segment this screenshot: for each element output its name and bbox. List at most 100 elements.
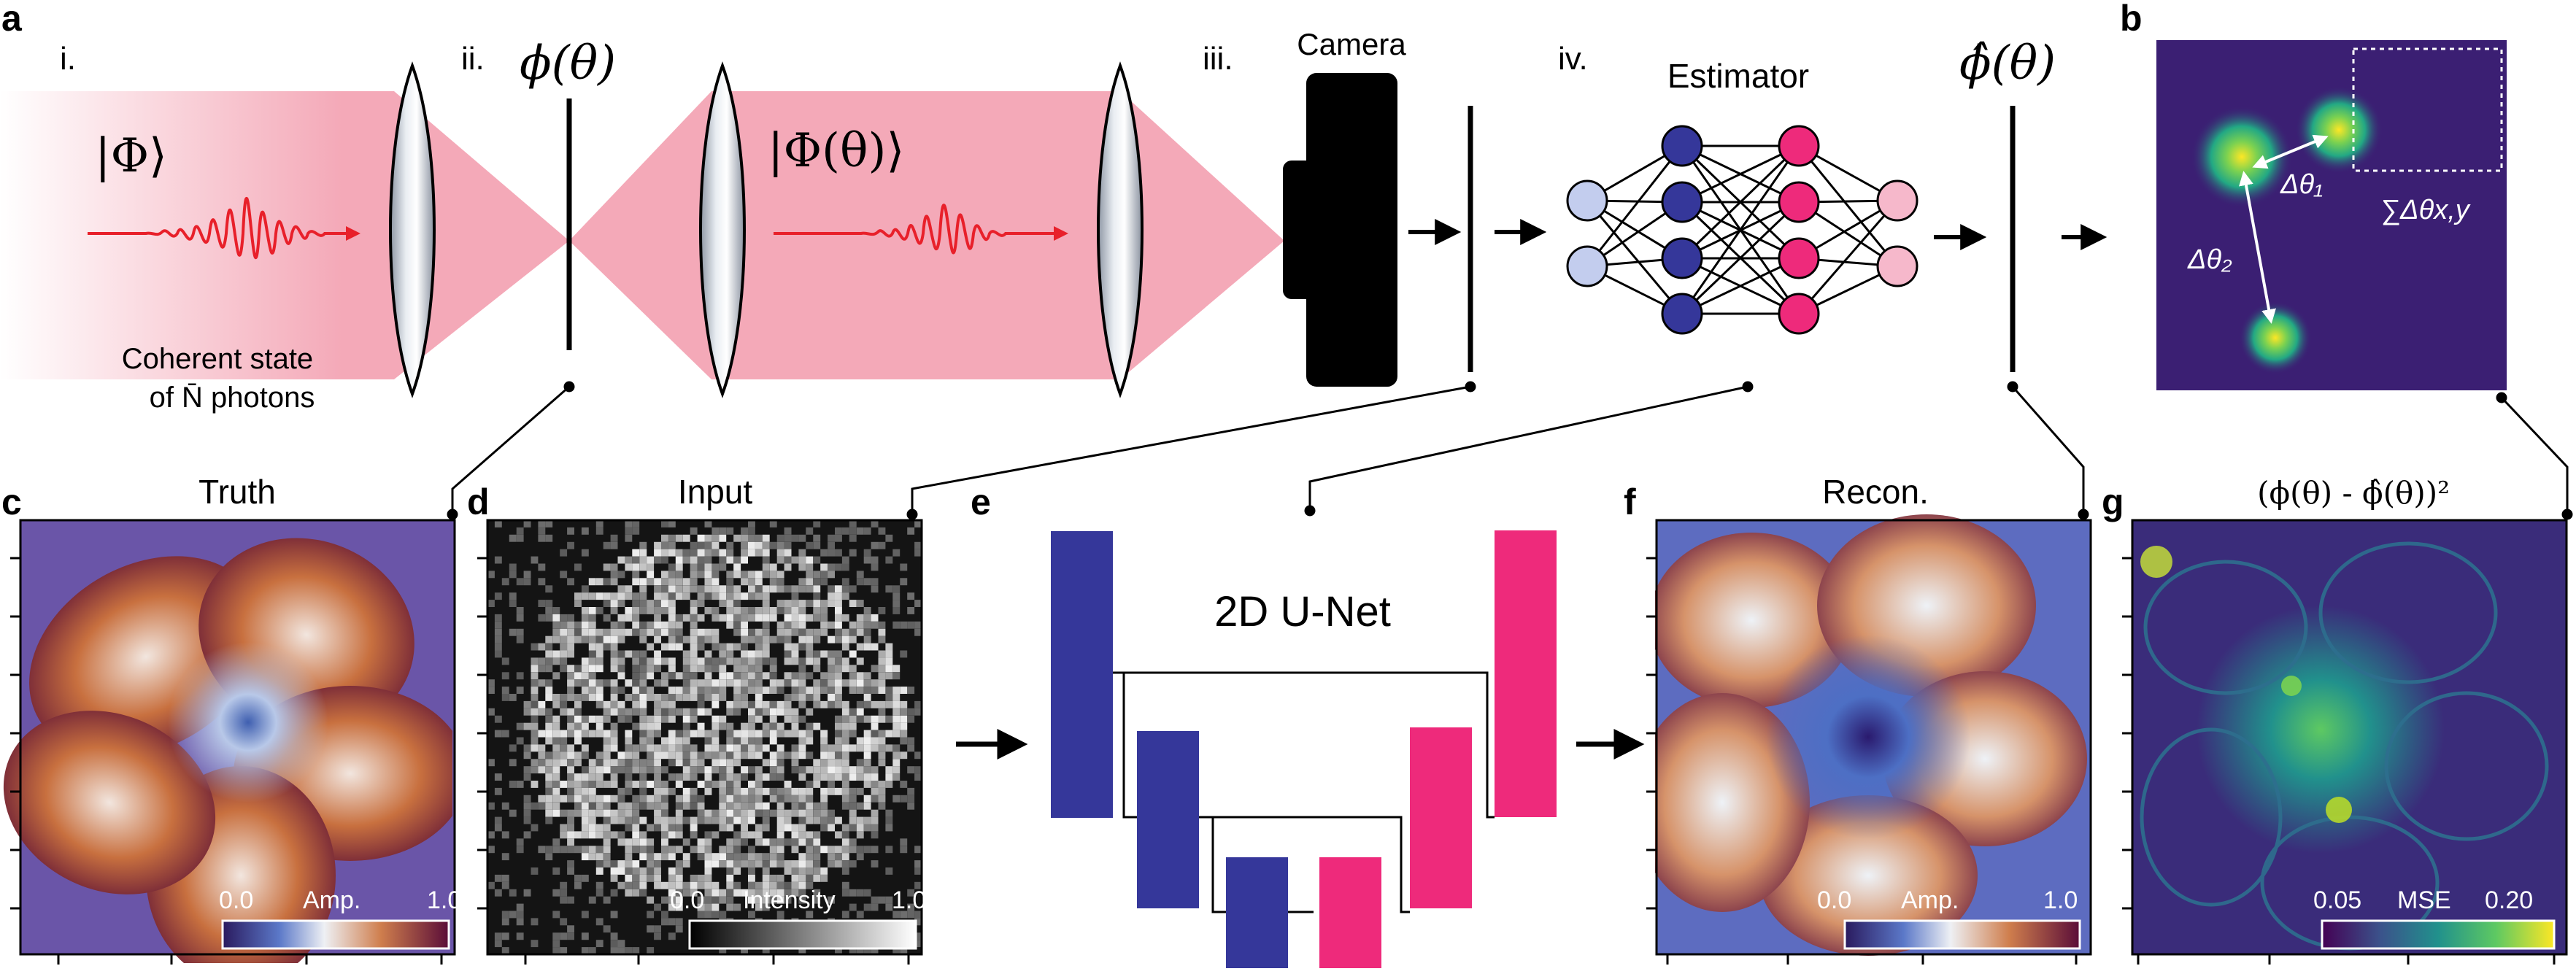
noise-pixel — [755, 831, 763, 839]
noise-pixel — [625, 614, 633, 622]
noise-pixel — [798, 809, 806, 817]
noise-pixel — [828, 853, 835, 861]
noise-pixel — [704, 853, 712, 861]
noise-pixel — [791, 881, 799, 889]
noise-pixel — [682, 722, 690, 730]
noise-pixel — [719, 787, 727, 795]
noise-pixel — [828, 766, 835, 774]
noise-pixel — [697, 534, 705, 542]
noise-pixel — [610, 947, 618, 954]
noise-pixel — [741, 809, 748, 817]
noise-pixel — [748, 881, 755, 889]
noise-pixel — [704, 737, 712, 745]
hidden-node — [1778, 181, 1820, 223]
noise-pixel — [762, 787, 770, 795]
noise-pixel — [741, 592, 748, 600]
noise-pixel — [726, 751, 734, 760]
noise-pixel — [668, 874, 676, 882]
noise-pixel — [668, 607, 676, 614]
noise-pixel — [769, 672, 777, 680]
noise-pixel — [682, 708, 690, 716]
noise-pixel — [690, 694, 698, 701]
noise-pixel — [755, 687, 763, 694]
noise-pixel — [762, 708, 770, 716]
noise-pixel — [647, 896, 655, 904]
noise-pixel — [806, 766, 814, 774]
noise-pixel — [647, 687, 655, 694]
noise-pixel — [574, 751, 582, 760]
noise-pixel — [603, 635, 611, 643]
noise-pixel — [776, 621, 784, 629]
ket-phi-label: |Φ⟩ — [95, 129, 167, 183]
noise-pixel — [748, 635, 755, 643]
noise-pixel — [632, 759, 640, 767]
noise-pixel — [828, 657, 835, 665]
noise-pixel — [892, 759, 901, 767]
noise-pixel — [545, 679, 553, 687]
noise-pixel — [813, 650, 821, 658]
hidden-node — [1661, 181, 1703, 223]
noise-pixel — [900, 563, 908, 571]
noise-pixel — [820, 679, 828, 687]
noise-pixel — [697, 679, 705, 687]
noise-pixel — [806, 563, 814, 571]
noise-pixel — [654, 592, 661, 600]
noise-pixel — [885, 867, 893, 875]
noise-pixel — [776, 607, 784, 614]
noise-pixel — [798, 585, 806, 593]
noise-pixel — [668, 867, 676, 875]
unet-title: 2D U-Net — [1214, 588, 1391, 635]
noise-pixel — [762, 874, 770, 882]
noise-pixel — [828, 571, 835, 579]
noise-pixel — [704, 672, 712, 680]
noise-pixel — [719, 896, 727, 904]
noise-pixel — [654, 853, 661, 861]
noise-pixel — [595, 607, 603, 614]
noise-pixel — [863, 635, 871, 643]
noise-pixel — [647, 672, 655, 680]
noise-pixel — [806, 846, 814, 854]
noise-pixel — [654, 824, 661, 832]
camera-label: Camera — [1297, 27, 1406, 61]
noise-pixel — [610, 541, 618, 549]
noise-pixel — [806, 635, 814, 643]
noise-pixel — [617, 556, 625, 564]
noise-pixel — [769, 795, 777, 803]
noise-pixel — [791, 722, 799, 730]
noise-pixel — [733, 563, 741, 571]
noise-pixel — [690, 759, 698, 767]
noise-pixel — [588, 687, 596, 694]
noise-pixel — [885, 824, 893, 832]
noise-pixel — [552, 621, 560, 629]
noise-pixel — [690, 816, 698, 824]
noise-pixel — [617, 672, 625, 680]
noise-pixel — [762, 643, 770, 651]
noise-pixel — [668, 918, 676, 926]
noise-pixel — [625, 838, 633, 846]
noise-pixel — [654, 816, 661, 824]
noise-pixel — [531, 687, 539, 694]
noise-pixel — [719, 585, 727, 593]
noise-pixel — [668, 853, 676, 861]
noise-pixel — [769, 846, 777, 854]
noise-pixel — [828, 592, 835, 600]
noise-pixel — [841, 556, 849, 564]
noise-pixel — [647, 860, 655, 867]
noise-pixel — [704, 744, 712, 752]
noise-pixel — [892, 722, 901, 730]
noise-pixel — [863, 556, 871, 564]
noise-pixel — [828, 860, 835, 867]
noise-pixel — [856, 846, 864, 854]
noise-pixel — [798, 947, 806, 954]
noise-pixel — [784, 643, 792, 651]
noise-pixel — [654, 607, 661, 614]
noise-pixel — [806, 650, 814, 658]
noise-pixel — [791, 679, 799, 687]
noise-pixel — [567, 925, 574, 933]
noise-pixel — [820, 607, 828, 614]
noise-pixel — [741, 549, 748, 557]
noise-pixel — [603, 846, 611, 854]
noise-pixel — [784, 816, 792, 824]
noise-pixel — [813, 657, 821, 665]
noise-pixel — [769, 614, 777, 622]
